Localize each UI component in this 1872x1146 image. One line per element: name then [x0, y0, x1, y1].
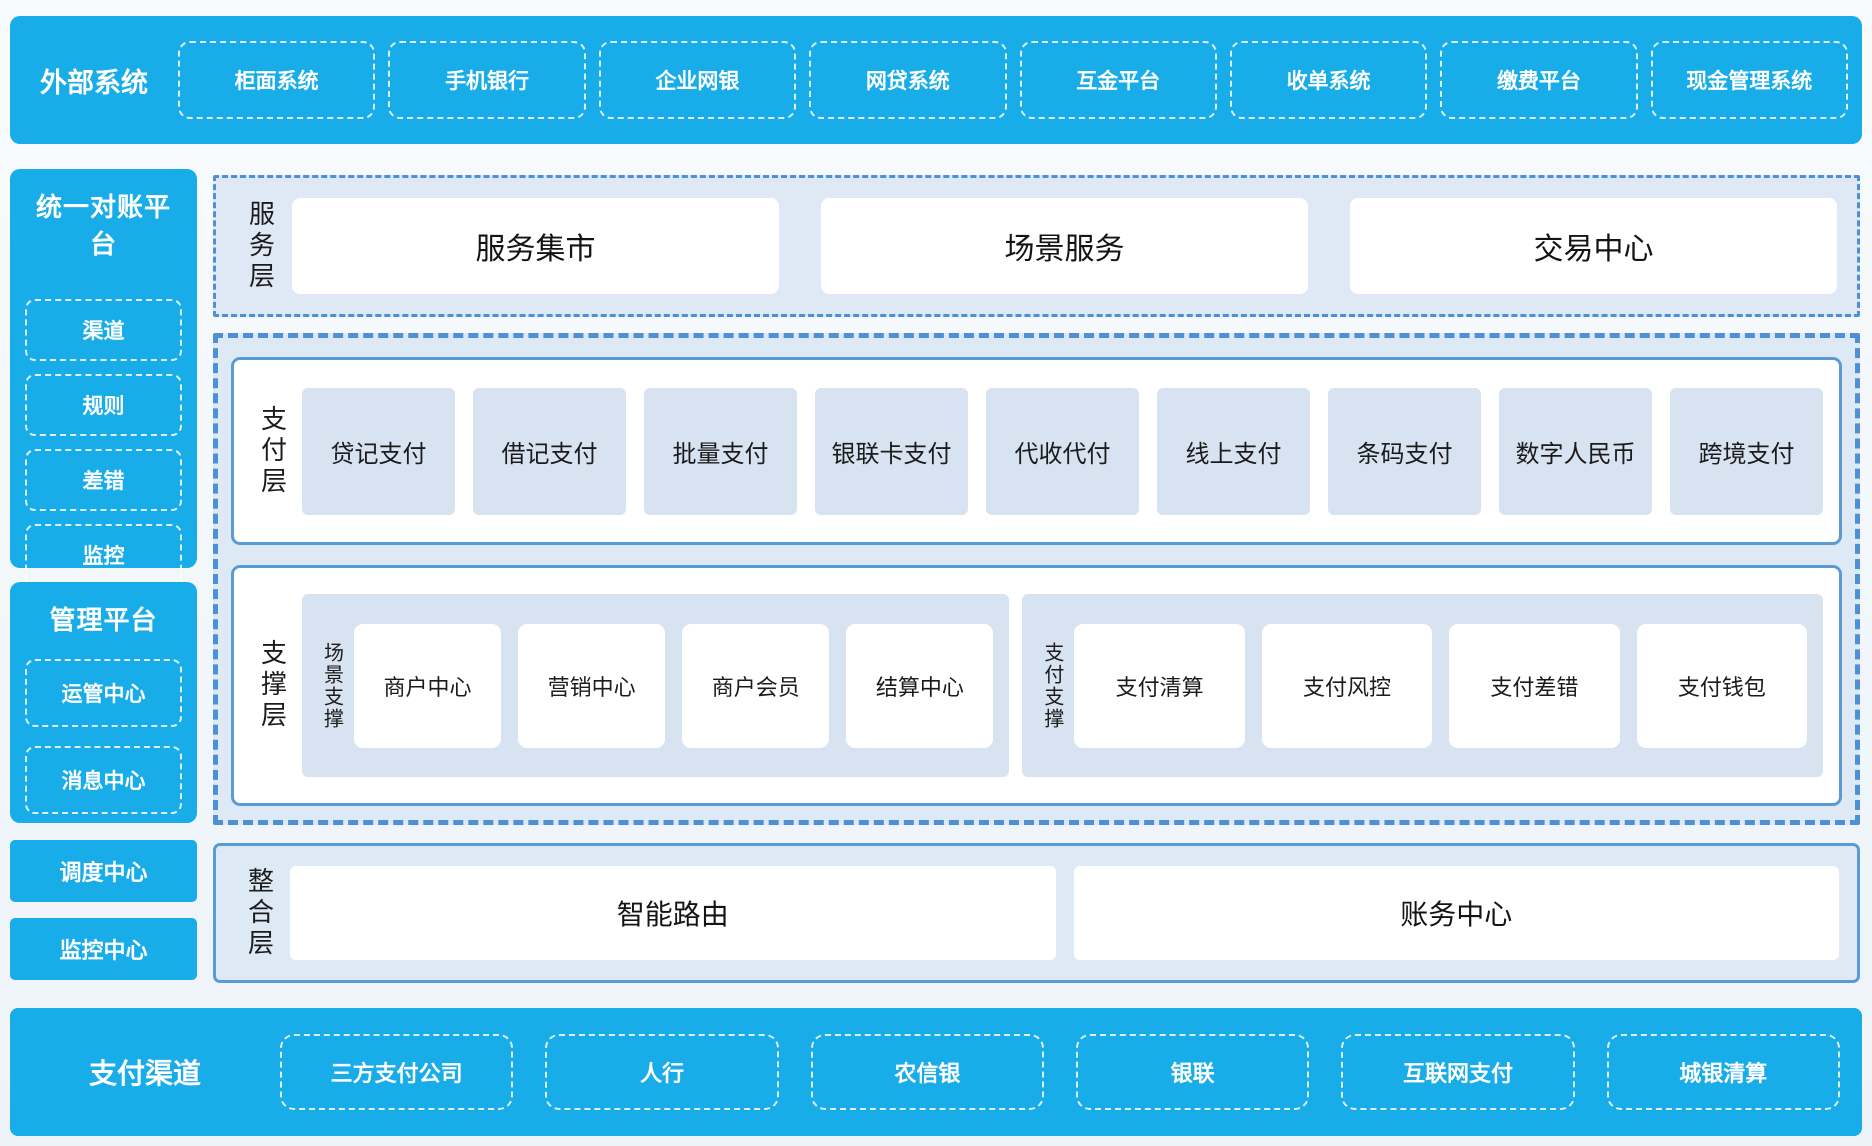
- reconciliation-node: 渠道: [25, 299, 182, 361]
- payment-node: 跨境支付: [1670, 388, 1823, 515]
- payment-channel-node: 城银清算: [1607, 1034, 1840, 1110]
- payment-node: 银联卡支付: [815, 388, 968, 515]
- reconciliation-node: 差错: [25, 449, 182, 511]
- payment-node: 条码支付: [1328, 388, 1481, 515]
- payment-channel-node: 银联: [1076, 1034, 1309, 1110]
- support-layer-label: 支撑层: [244, 591, 302, 781]
- external-system-node: 网贷系统: [809, 41, 1006, 119]
- payment-support-node: 支付清算: [1074, 624, 1244, 748]
- service-node: 场景服务: [821, 198, 1308, 294]
- scene-support-boxes: 商户中心 营销中心 商户会员 结算中心: [354, 624, 993, 748]
- integration-layer: 整合层 智能路由 账务中心: [213, 843, 1860, 983]
- external-systems-bar: 外部系统 柜面系统 手机银行 企业网银 网贷系统 互金平台 收单系统 缴费平台 …: [10, 16, 1862, 144]
- reconciliation-node: 规则: [25, 374, 182, 436]
- payment-channel-node: 互联网支付: [1341, 1034, 1574, 1110]
- payment-channels-bar: 支付渠道 三方支付公司 人行 农信银 银联 互联网支付 城银清算: [10, 1008, 1862, 1136]
- external-system-node: 柜面系统: [178, 41, 375, 119]
- reconciliation-platform-panel: 统一对账平台 渠道 规则 差错 监控: [10, 169, 197, 568]
- management-platform-boxes: 运管中心 消息中心: [25, 659, 182, 814]
- management-platform-panel: 管理平台 运管中心 消息中心: [10, 582, 197, 823]
- monitor-center-node: 监控中心: [10, 918, 197, 980]
- payment-layer-label: 支付层: [244, 376, 302, 526]
- management-node: 运管中心: [25, 659, 182, 727]
- payment-node: 批量支付: [644, 388, 797, 515]
- dispatch-center-node: 调度中心: [10, 840, 197, 902]
- scene-support-node: 结算中心: [846, 624, 993, 748]
- external-system-node: 企业网银: [599, 41, 796, 119]
- payment-channel-node: 农信银: [811, 1034, 1044, 1110]
- payment-layer-tiles: 贷记支付 借记支付 批量支付 银联卡支付 代收代付 线上支付 条码支付 数字人民…: [302, 388, 1823, 515]
- integration-node: 账务中心: [1074, 866, 1840, 960]
- external-systems-boxes: 柜面系统 手机银行 企业网银 网贷系统 互金平台 收单系统 缴费平台 现金管理系…: [178, 41, 1848, 119]
- payment-channels-boxes: 三方支付公司 人行 农信银 银联 互联网支付 城银清算: [280, 1034, 1840, 1110]
- support-layer: 支撑层 场景支撑 商户中心 营销中心 商户会员 结算中心 支付支撑 支付清算 支…: [231, 565, 1842, 806]
- payment-support-node: 支付差错: [1449, 624, 1619, 748]
- payment-channel-node: 三方支付公司: [280, 1034, 513, 1110]
- scene-support-node: 商户中心: [354, 624, 501, 748]
- payment-channel-node: 人行: [545, 1034, 778, 1110]
- payment-layer: 支付层 贷记支付 借记支付 批量支付 银联卡支付 代收代付 线上支付 条码支付 …: [231, 357, 1842, 545]
- payment-support-boxes: 支付清算 支付风控 支付差错 支付钱包: [1074, 624, 1807, 748]
- payment-channels-title: 支付渠道: [10, 1052, 280, 1092]
- external-system-node: 手机银行: [388, 41, 585, 119]
- service-node: 服务集市: [292, 198, 779, 294]
- payment-node: 贷记支付: [302, 388, 455, 515]
- scene-support-node: 营销中心: [518, 624, 665, 748]
- integration-layer-boxes: 智能路由 账务中心: [290, 866, 1839, 960]
- payment-node: 线上支付: [1157, 388, 1310, 515]
- payment-support-label: 支付支撑: [1030, 606, 1074, 766]
- payment-node: 数字人民币: [1499, 388, 1652, 515]
- external-system-node: 现金管理系统: [1651, 41, 1848, 119]
- payment-support-group: 支付支撑 支付清算 支付风控 支付差错 支付钱包: [1022, 594, 1823, 777]
- management-node: 消息中心: [25, 746, 182, 814]
- payment-node: 代收代付: [986, 388, 1139, 515]
- external-system-node: 互金平台: [1020, 41, 1217, 119]
- payment-node: 借记支付: [473, 388, 626, 515]
- scene-support-group: 场景支撑 商户中心 营销中心 商户会员 结算中心: [302, 594, 1009, 777]
- reconciliation-platform-boxes: 渠道 规则 差错 监控: [25, 299, 182, 586]
- service-node: 交易中心: [1350, 198, 1837, 294]
- external-system-node: 缴费平台: [1440, 41, 1637, 119]
- core-layers-container: 支付层 贷记支付 借记支付 批量支付 银联卡支付 代收代付 线上支付 条码支付 …: [213, 333, 1860, 825]
- external-systems-title: 外部系统: [10, 61, 178, 100]
- external-system-node: 收单系统: [1230, 41, 1427, 119]
- service-layer-label: 服务层: [230, 191, 292, 301]
- integration-layer-label: 整合层: [230, 856, 290, 971]
- service-layer: 服务层 服务集市 场景服务 交易中心: [213, 175, 1860, 317]
- service-layer-boxes: 服务集市 场景服务 交易中心: [292, 198, 1837, 294]
- support-layer-groups: 场景支撑 商户中心 营销中心 商户会员 结算中心 支付支撑 支付清算 支付风控 …: [302, 594, 1823, 777]
- payment-support-node: 支付风控: [1262, 624, 1432, 748]
- reconciliation-node: 监控: [25, 524, 182, 586]
- integration-node: 智能路由: [290, 866, 1056, 960]
- scene-support-label: 场景支撑: [310, 606, 354, 766]
- management-platform-title: 管理平台: [25, 600, 182, 637]
- payment-support-node: 支付钱包: [1637, 624, 1807, 748]
- reconciliation-platform-title: 统一对账平台: [25, 187, 182, 261]
- scene-support-node: 商户会员: [682, 624, 829, 748]
